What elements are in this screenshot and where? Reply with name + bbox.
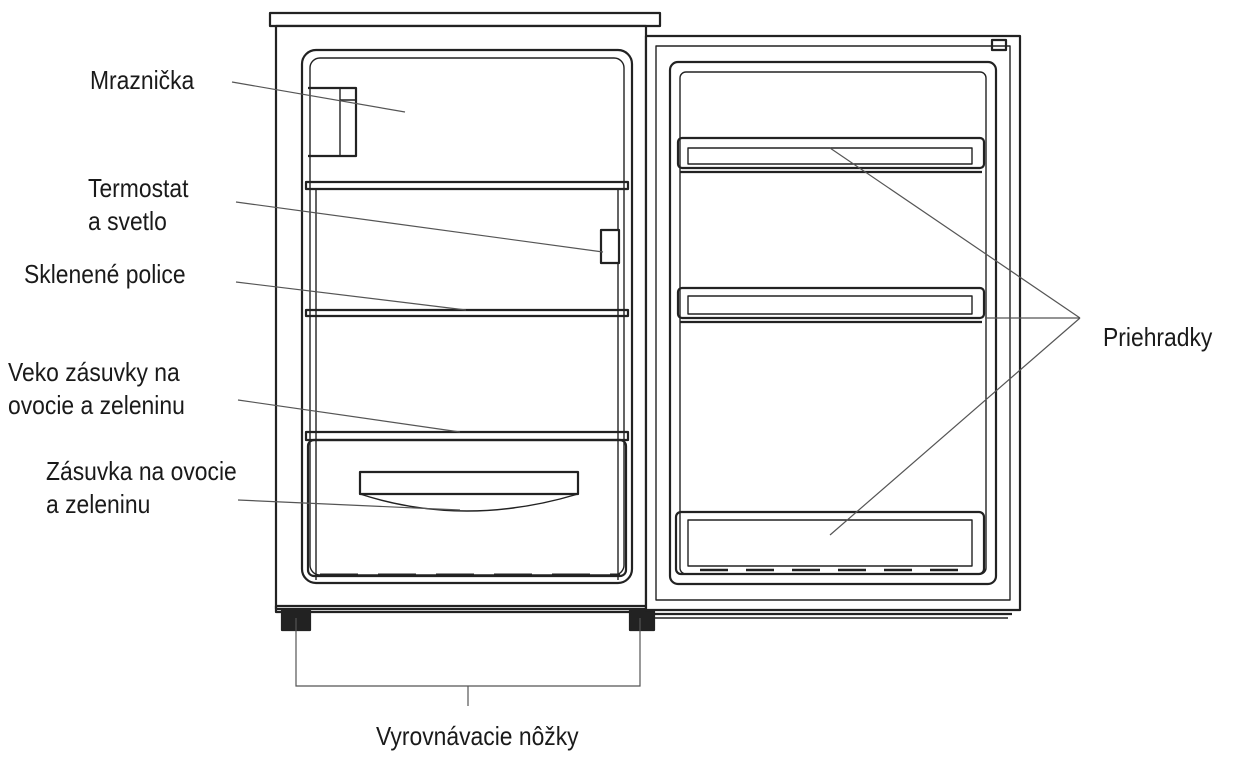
leader-feet-bracket [295,618,641,687]
door-bin-middle [676,286,986,324]
freezer-floor [304,180,630,191]
top-cover [268,11,662,28]
freezer-label-text: Mraznička [90,65,195,95]
leader-compartments-upper [829,147,1081,319]
thermostat-label-line1: Termostat [88,173,189,203]
crisper-lid-label-line1: Veko zásuvky na [8,357,180,387]
crisper-drawer-label-line2: a zeleninu [46,489,151,519]
label-leveling-feet: Vyrovnávacie nôžky [376,720,579,753]
leader-crisper-lid [237,399,461,433]
glass-shelf [304,308,630,318]
leader-compartments-lower [829,317,1081,536]
door [644,34,1022,619]
label-crisper-drawer: Zásuvka na ovocie a zeleninu [46,455,237,521]
door-liner [668,60,998,586]
leveling-feet-label-text: Vyrovnávacie nôžky [376,721,579,751]
thermostat-box [599,228,621,265]
freezer-compartment [304,86,630,191]
label-thermostat: Termostat a svetlo [88,172,188,238]
label-freezer: Mraznička [90,64,194,97]
crisper-drawer-label-line1: Zásuvka na ovocie [46,456,237,486]
cabinet [268,11,662,614]
thermostat-label-line2: a svetlo [88,206,167,236]
inner-liner [300,48,634,585]
leader-lines [231,81,1081,706]
door-bin-upper [676,136,986,174]
leader-freezer [231,81,406,113]
leader-crisper-drawer [237,499,461,511]
label-crisper-lid: Veko zásuvky na ovocie a zeleninu [8,356,185,422]
leader-glass-shelves [235,281,467,311]
cabinet-body [274,24,648,611]
crisper-drawer [306,438,628,578]
door-compartments-label-text: Priehradky [1103,322,1213,352]
glass-shelves-label-text: Sklenené police [24,259,186,289]
door-bin-lower [674,510,986,576]
leveling-foot-right [628,608,656,632]
leader-thermostat [235,201,604,253]
door-hinge [990,38,1008,52]
label-door-compartments: Priehradky [1103,321,1212,354]
label-glass-shelves: Sklenené police [24,258,186,291]
crisper-lid-label-line2: ovocie a zeleninu [8,390,185,420]
